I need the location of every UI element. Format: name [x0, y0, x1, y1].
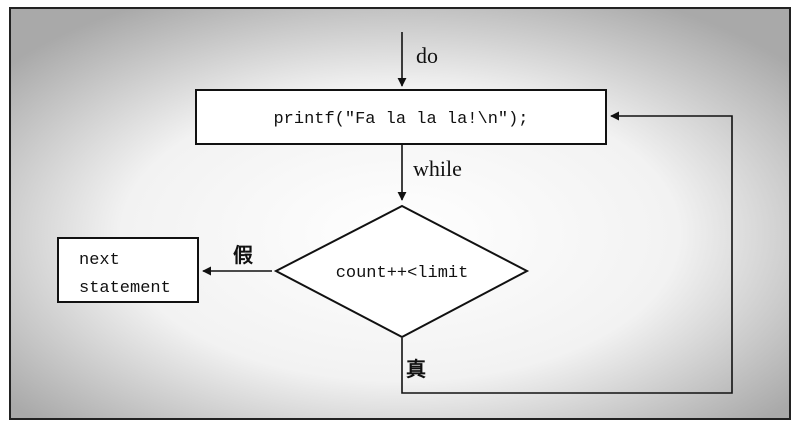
next-statement-line2: statement	[79, 279, 171, 298]
condition-diamond	[273, 204, 530, 339]
condition-text: count++<limit	[336, 264, 469, 283]
true-label: 真	[406, 357, 426, 381]
statement-box	[195, 89, 607, 145]
next-statement-box	[57, 237, 199, 303]
do-label: do	[416, 43, 438, 68]
statement-text: printf("Fa la la la!\n");	[273, 110, 528, 129]
while-label: while	[413, 156, 462, 181]
false-label: 假	[233, 243, 254, 267]
next-statement-line1: next	[79, 251, 120, 270]
true-loop-line	[401, 111, 733, 394]
